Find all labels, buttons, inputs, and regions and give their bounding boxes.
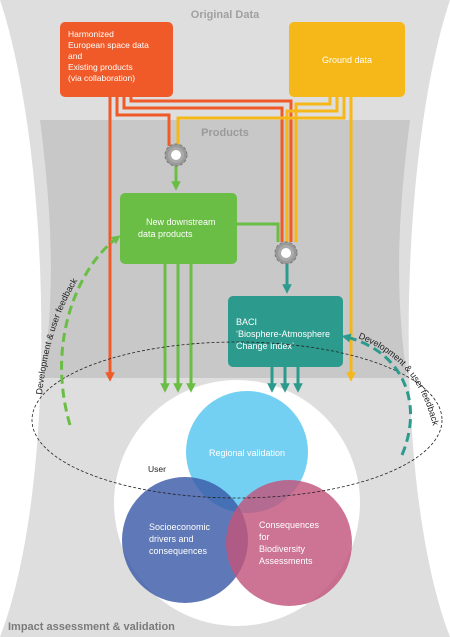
svg-text:BACI ‘Biosphere-Atmosphe: BACI ‘Biosphere-Atmosphere Change Index’ — [236, 317, 333, 351]
venn-bio-line-3: Biodiversity — [259, 544, 306, 554]
ground-data-label: Ground data — [322, 55, 372, 65]
venn-regional-label: Regional validation — [209, 448, 285, 458]
svg-text:New downstream data prod: New downstream data products — [138, 217, 218, 239]
harmonized-flow-lines — [105, 96, 293, 382]
venn-socioeconomic-circle — [122, 477, 248, 603]
downstream-products-box: New downstream data products — [120, 193, 237, 264]
gear-icon — [274, 241, 298, 265]
gear-icon — [164, 143, 188, 167]
baci-line-3: Change Index’ — [236, 341, 294, 351]
right-feedback-arc — [341, 333, 412, 456]
venn-user-label: User — [148, 464, 166, 474]
left-feedback-arc — [60, 235, 121, 426]
baci-box: BACI ‘Biosphere-Atmosphere Change Index’ — [228, 296, 343, 367]
svg-text:Consequences for Biodi: Consequences for Biodiversity Assessment… — [259, 520, 322, 566]
section-title-products: Products — [201, 127, 249, 139]
harmonized-line-1: Harmonized — [68, 29, 114, 39]
ground-flow-lines — [176, 96, 356, 382]
harmonized-data-box: Harmonized European space data and Exist… — [60, 22, 173, 97]
ground-data-box: Ground data — [289, 22, 405, 97]
downstream-to-gear-line — [237, 222, 280, 242]
harmonized-line-3: and — [68, 51, 82, 61]
user-feedback-ellipse — [31, 341, 443, 499]
baci-line-1: BACI — [236, 317, 257, 327]
venn-bio-line-2: for — [259, 532, 270, 542]
section-title-impact: Impact assessment & validation — [8, 621, 175, 633]
venn-bio-line-1: Consequences — [259, 520, 320, 530]
venn-biodiversity-circle — [226, 480, 352, 606]
downstream-line-2: data products — [138, 229, 193, 239]
downstream-line-1: New downstream — [146, 217, 216, 227]
baci-output-arrows — [267, 366, 303, 393]
venn-bio-line-4: Assessments — [259, 556, 313, 566]
svg-text:Socioeconomic drivers and: Socioeconomic drivers and consequences — [149, 522, 213, 556]
downstream-output-arrows — [160, 264, 196, 393]
svg-text:Harmonized European spac: Harmonized European space data and Exist… — [68, 29, 151, 83]
baci-line-2: ‘Biosphere-Atmosphere — [236, 329, 330, 339]
venn-socio-line-2: drivers and — [149, 534, 194, 544]
harmonized-line-5: (via collaboration) — [68, 73, 135, 83]
venn-socio-line-1: Socioeconomic — [149, 522, 211, 532]
section-title-original-data: Original Data — [191, 9, 260, 21]
harmonized-line-2: European space data — [68, 40, 149, 50]
harmonized-line-4: Existing products — [68, 62, 133, 72]
venn-socio-line-3: consequences — [149, 546, 208, 556]
